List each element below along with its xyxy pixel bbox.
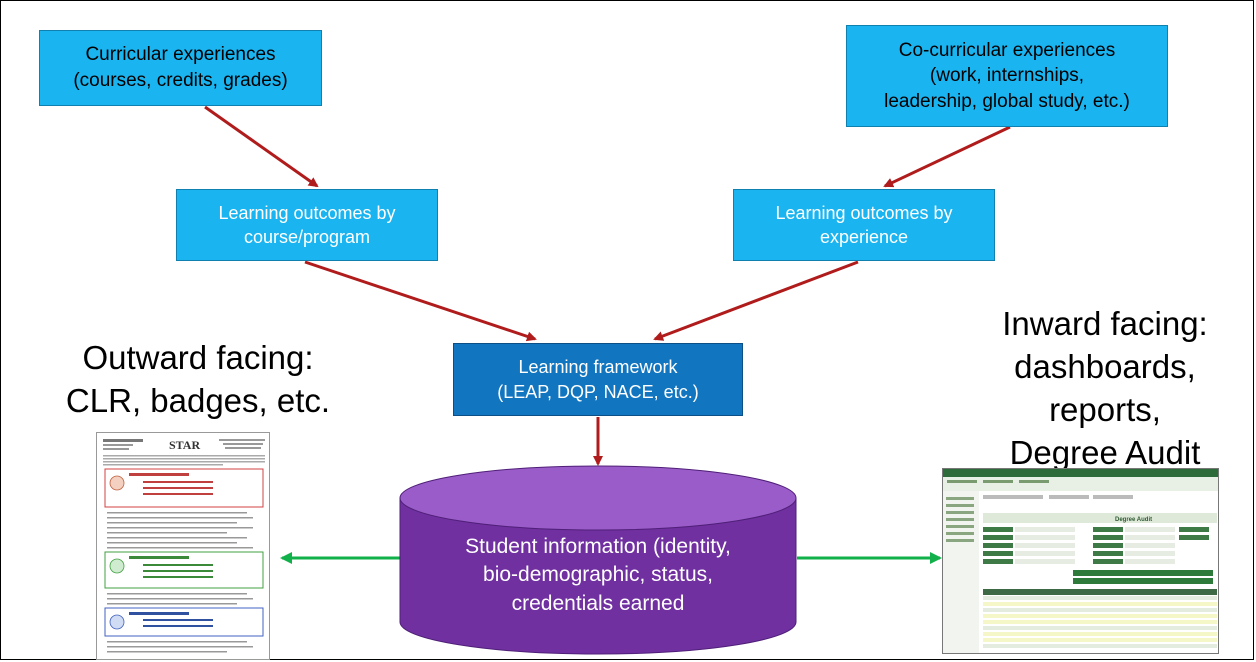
student-info-cylinder (399, 465, 797, 655)
clr-transcript-thumbnail: STAR (96, 432, 270, 660)
student-information-text: Student information (identity, bio-demog… (465, 535, 731, 615)
outcomes-by-course-box: Learning outcomes by course/program (176, 189, 438, 261)
curricular-experiences-box: Curricular experiences (courses, credits… (39, 30, 322, 106)
arrow-course-outcomes-to-framework (304, 260, 537, 342)
degree-audit-thumbnail: Degree Audit (942, 468, 1219, 654)
arrow-experience-outcomes-to-framework (653, 260, 859, 341)
inward-facing-label: Inward facing: dashboards, reports, Degr… (1002, 305, 1208, 471)
outward-facing-label: Outward facing: CLR, badges, etc. (65, 339, 331, 419)
degree-audit-title: Degree Audit (1115, 517, 1152, 523)
arrow-curricular-to-outcomes (204, 105, 319, 188)
clr-star-logo: STAR (169, 438, 200, 452)
clr-document-image: STAR (103, 438, 265, 653)
degree-audit-screen-image: Degree Audit (943, 469, 1218, 653)
outcomes-by-experience-box: Learning outcomes by experience (733, 189, 995, 261)
arrow-cocurricular-to-outcomes (883, 125, 1011, 188)
cocurricular-experiences-box: Co-curricular experiences (work, interns… (846, 25, 1168, 127)
learning-framework-box: Learning framework (LEAP, DQP, NACE, etc… (453, 343, 743, 416)
